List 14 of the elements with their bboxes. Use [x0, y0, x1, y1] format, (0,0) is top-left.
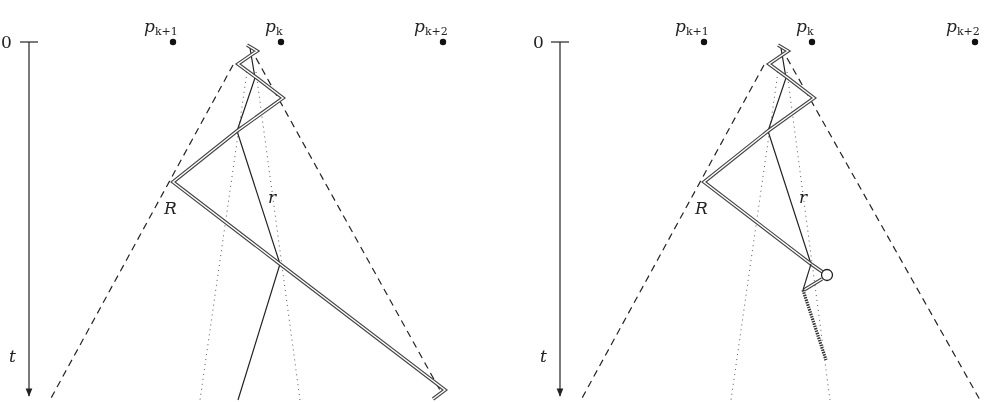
point-label: p$_{k+2}$ — [414, 18, 448, 37]
path-label: R — [695, 200, 708, 217]
axis-tick-label: 0 — [533, 34, 544, 51]
point-label: p$_{k}$ — [796, 18, 814, 37]
point-label: p$_{k}$ — [265, 18, 283, 37]
axis-label: t — [9, 348, 16, 365]
path-label: r — [268, 189, 277, 206]
path-label: r — [799, 189, 808, 206]
axis-label: t — [540, 348, 547, 365]
point-label: p$_{k+2}$ — [946, 18, 980, 37]
point-label: p$_{k+1}$ — [675, 18, 709, 37]
path-label: R — [164, 200, 177, 217]
point-label: p$_{k+1}$ — [144, 18, 178, 37]
axis-tick-label: 0 — [1, 34, 12, 51]
